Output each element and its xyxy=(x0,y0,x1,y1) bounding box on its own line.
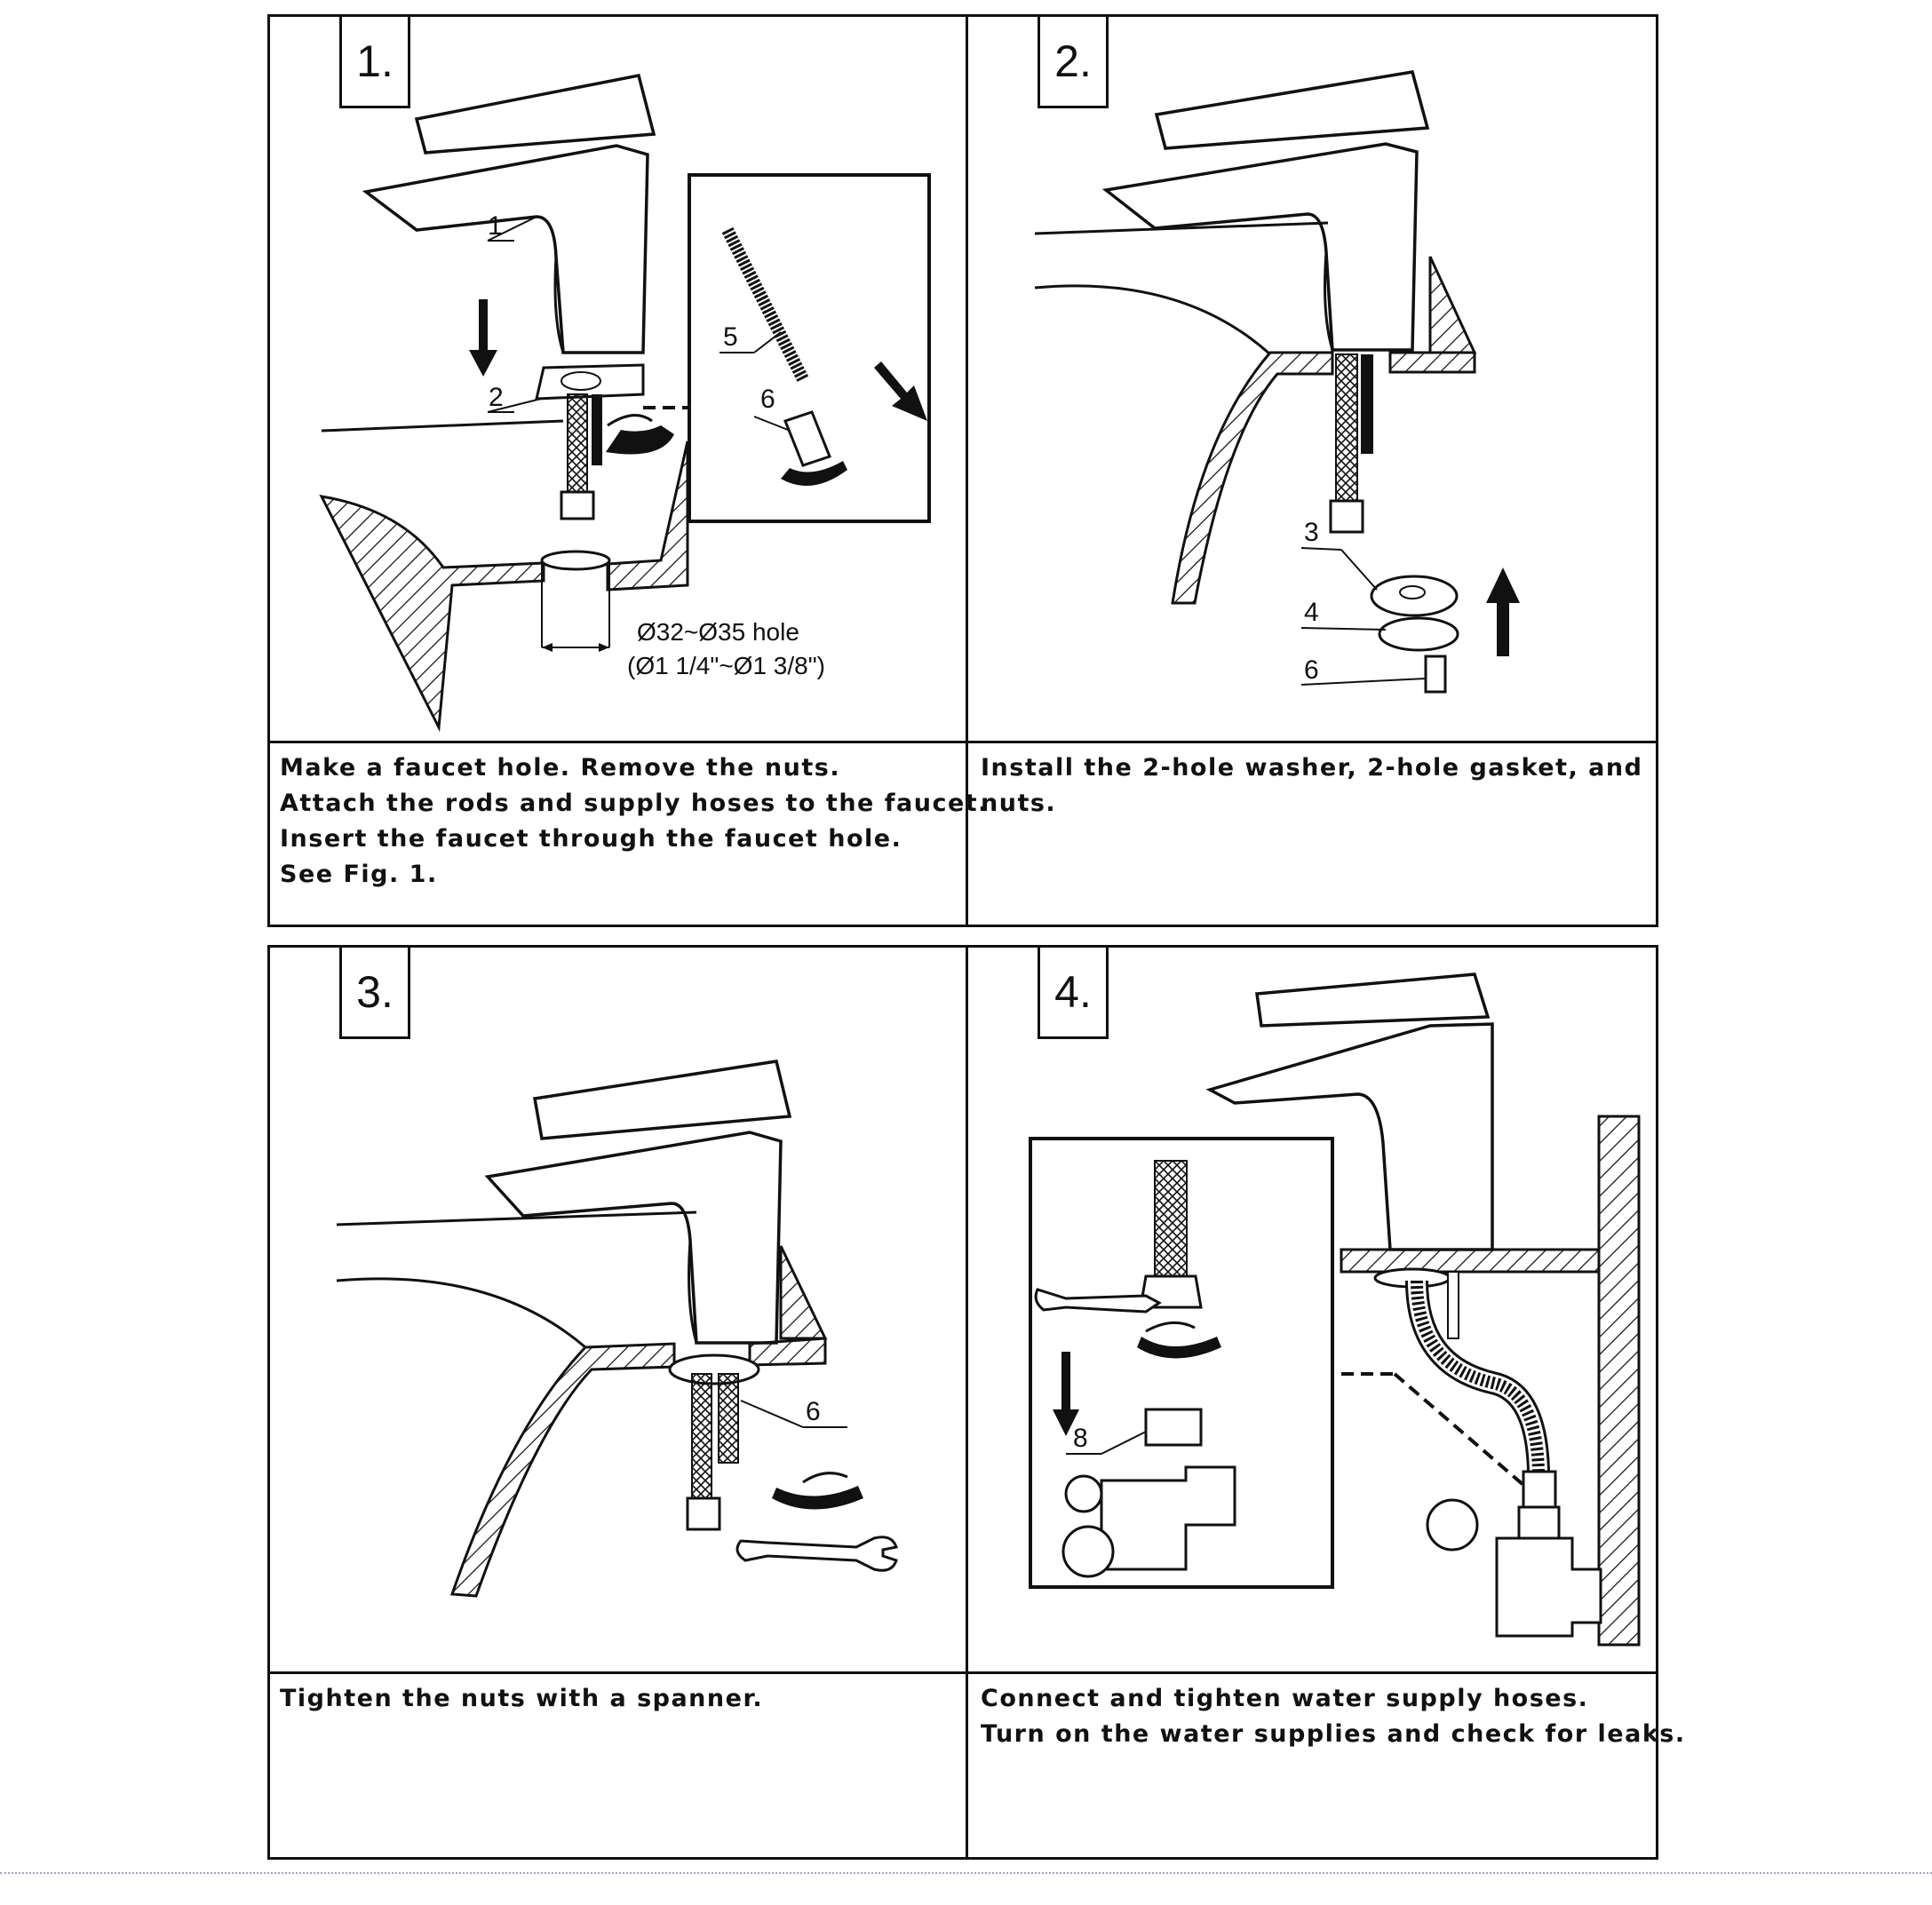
rotate-arrow-icon-inset xyxy=(781,461,847,486)
page-footer-rule xyxy=(0,1872,1932,1874)
washer xyxy=(668,1353,760,1385)
down-arrow-icon xyxy=(1053,1352,1079,1436)
supply-hose xyxy=(567,393,588,493)
callout-2: 2 xyxy=(489,383,504,412)
step-4-panel: 4. xyxy=(968,948,1656,1671)
faucet-body xyxy=(1101,142,1419,352)
callout-1: 1 xyxy=(488,211,503,241)
step-3-number: 3. xyxy=(339,948,410,1039)
callout-6: 6 xyxy=(760,385,775,414)
step-2-illustration: 3 4 6 xyxy=(1034,70,1520,694)
nut xyxy=(783,410,831,467)
step-3-panel: 3. 6 xyxy=(270,948,966,1671)
caption-line: nuts. xyxy=(981,790,1057,817)
faucet-handle xyxy=(1255,972,1491,1028)
step-1-illustration: 1 2 xyxy=(319,73,931,733)
threaded-rod xyxy=(721,226,809,383)
caption-line: Connect and tighten water supply hoses. xyxy=(981,1685,1589,1712)
hole-diameter-metric: Ø32~Ø35 hole xyxy=(637,618,799,646)
countertop-left xyxy=(319,495,545,733)
caption-line: Install the 2-hole washer, 2-hole gasket… xyxy=(981,754,1643,782)
rotate-arrow-icon xyxy=(1137,1337,1221,1359)
gasket xyxy=(1378,616,1459,652)
column-divider xyxy=(966,17,968,925)
nut xyxy=(1424,655,1447,694)
column-divider xyxy=(966,948,968,1857)
callout-6: 6 xyxy=(806,1397,821,1426)
row-divider xyxy=(270,1671,1656,1674)
rotate-arrow-icon xyxy=(772,1486,863,1510)
callout-3: 3 xyxy=(1304,518,1319,547)
step-3-caption: Tighten the nuts with a spanner. xyxy=(270,1674,966,1856)
step-4-illustration: 8 xyxy=(1029,972,1641,1647)
spanner-icon xyxy=(1034,1288,1162,1314)
steps-3-4-block: 3. 6 4. xyxy=(267,945,1686,1860)
faucet-body xyxy=(362,144,649,354)
step-1-panel: 1. 1 xyxy=(270,17,966,741)
hole-diameter-imperial: (Ø1 1/4"~Ø1 3/8") xyxy=(627,652,825,679)
valve-handle xyxy=(1426,1498,1479,1552)
countertop-right xyxy=(606,441,689,591)
up-arrow-icon xyxy=(1486,568,1520,656)
countertop-right xyxy=(1388,256,1477,374)
inset-angle-valve xyxy=(1100,1465,1236,1571)
gasket-plate xyxy=(535,363,645,401)
rotate-arrow-icon xyxy=(606,425,674,455)
wall xyxy=(1597,1115,1641,1647)
caption-line: Make a faucet hole. Remove the nuts. xyxy=(280,754,841,782)
faucet-handle xyxy=(1154,70,1430,150)
countertop-left xyxy=(449,1342,676,1598)
steps-1-2-block: 1. 1 xyxy=(267,14,1658,927)
faucet-handle xyxy=(414,73,656,155)
caption-line: Turn on the water supplies and check for… xyxy=(981,1720,1686,1748)
step-3-illustration: 6 xyxy=(336,1060,898,1598)
washer xyxy=(1370,575,1459,617)
inset-hose xyxy=(1154,1160,1188,1277)
callout-5: 5 xyxy=(723,322,738,352)
step-2-panel: 2. 3 4 xyxy=(968,17,1656,741)
faucet-body xyxy=(484,1131,783,1345)
spanner-icon xyxy=(735,1536,898,1572)
countertop-left xyxy=(1171,351,1334,605)
step-4-caption: Connect and tighten water supply hoses. … xyxy=(968,1674,1686,1856)
supply-hose xyxy=(1335,353,1358,502)
row-divider xyxy=(270,741,1656,743)
angle-valve xyxy=(1495,1536,1602,1638)
diagonal-arrow-icon xyxy=(874,361,927,421)
callout-8: 8 xyxy=(1073,1424,1088,1453)
step-2-caption: Install the 2-hole washer, 2-hole gasket… xyxy=(968,743,1656,925)
step-1-number: 1. xyxy=(339,17,410,108)
supply-hose xyxy=(691,1373,712,1499)
step-1-caption: Make a faucet hole. Remove the nuts. Att… xyxy=(270,743,989,925)
down-arrow-icon xyxy=(469,299,497,377)
countertop xyxy=(1340,1248,1601,1274)
callout-4: 4 xyxy=(1304,598,1319,627)
step-2-number: 2. xyxy=(1038,17,1109,108)
caption-line: Insert the faucet through the faucet hol… xyxy=(280,825,902,853)
countertop-right xyxy=(748,1245,828,1367)
caption-line: See Fig. 1. xyxy=(280,861,438,888)
step-4-number: 4. xyxy=(1038,948,1109,1039)
caption-line: Attach the rods and supply hoses to the … xyxy=(280,790,989,817)
faucet-handle xyxy=(532,1060,792,1140)
callout-6: 6 xyxy=(1304,655,1319,685)
caption-line: Tighten the nuts with a spanner. xyxy=(280,1685,764,1712)
